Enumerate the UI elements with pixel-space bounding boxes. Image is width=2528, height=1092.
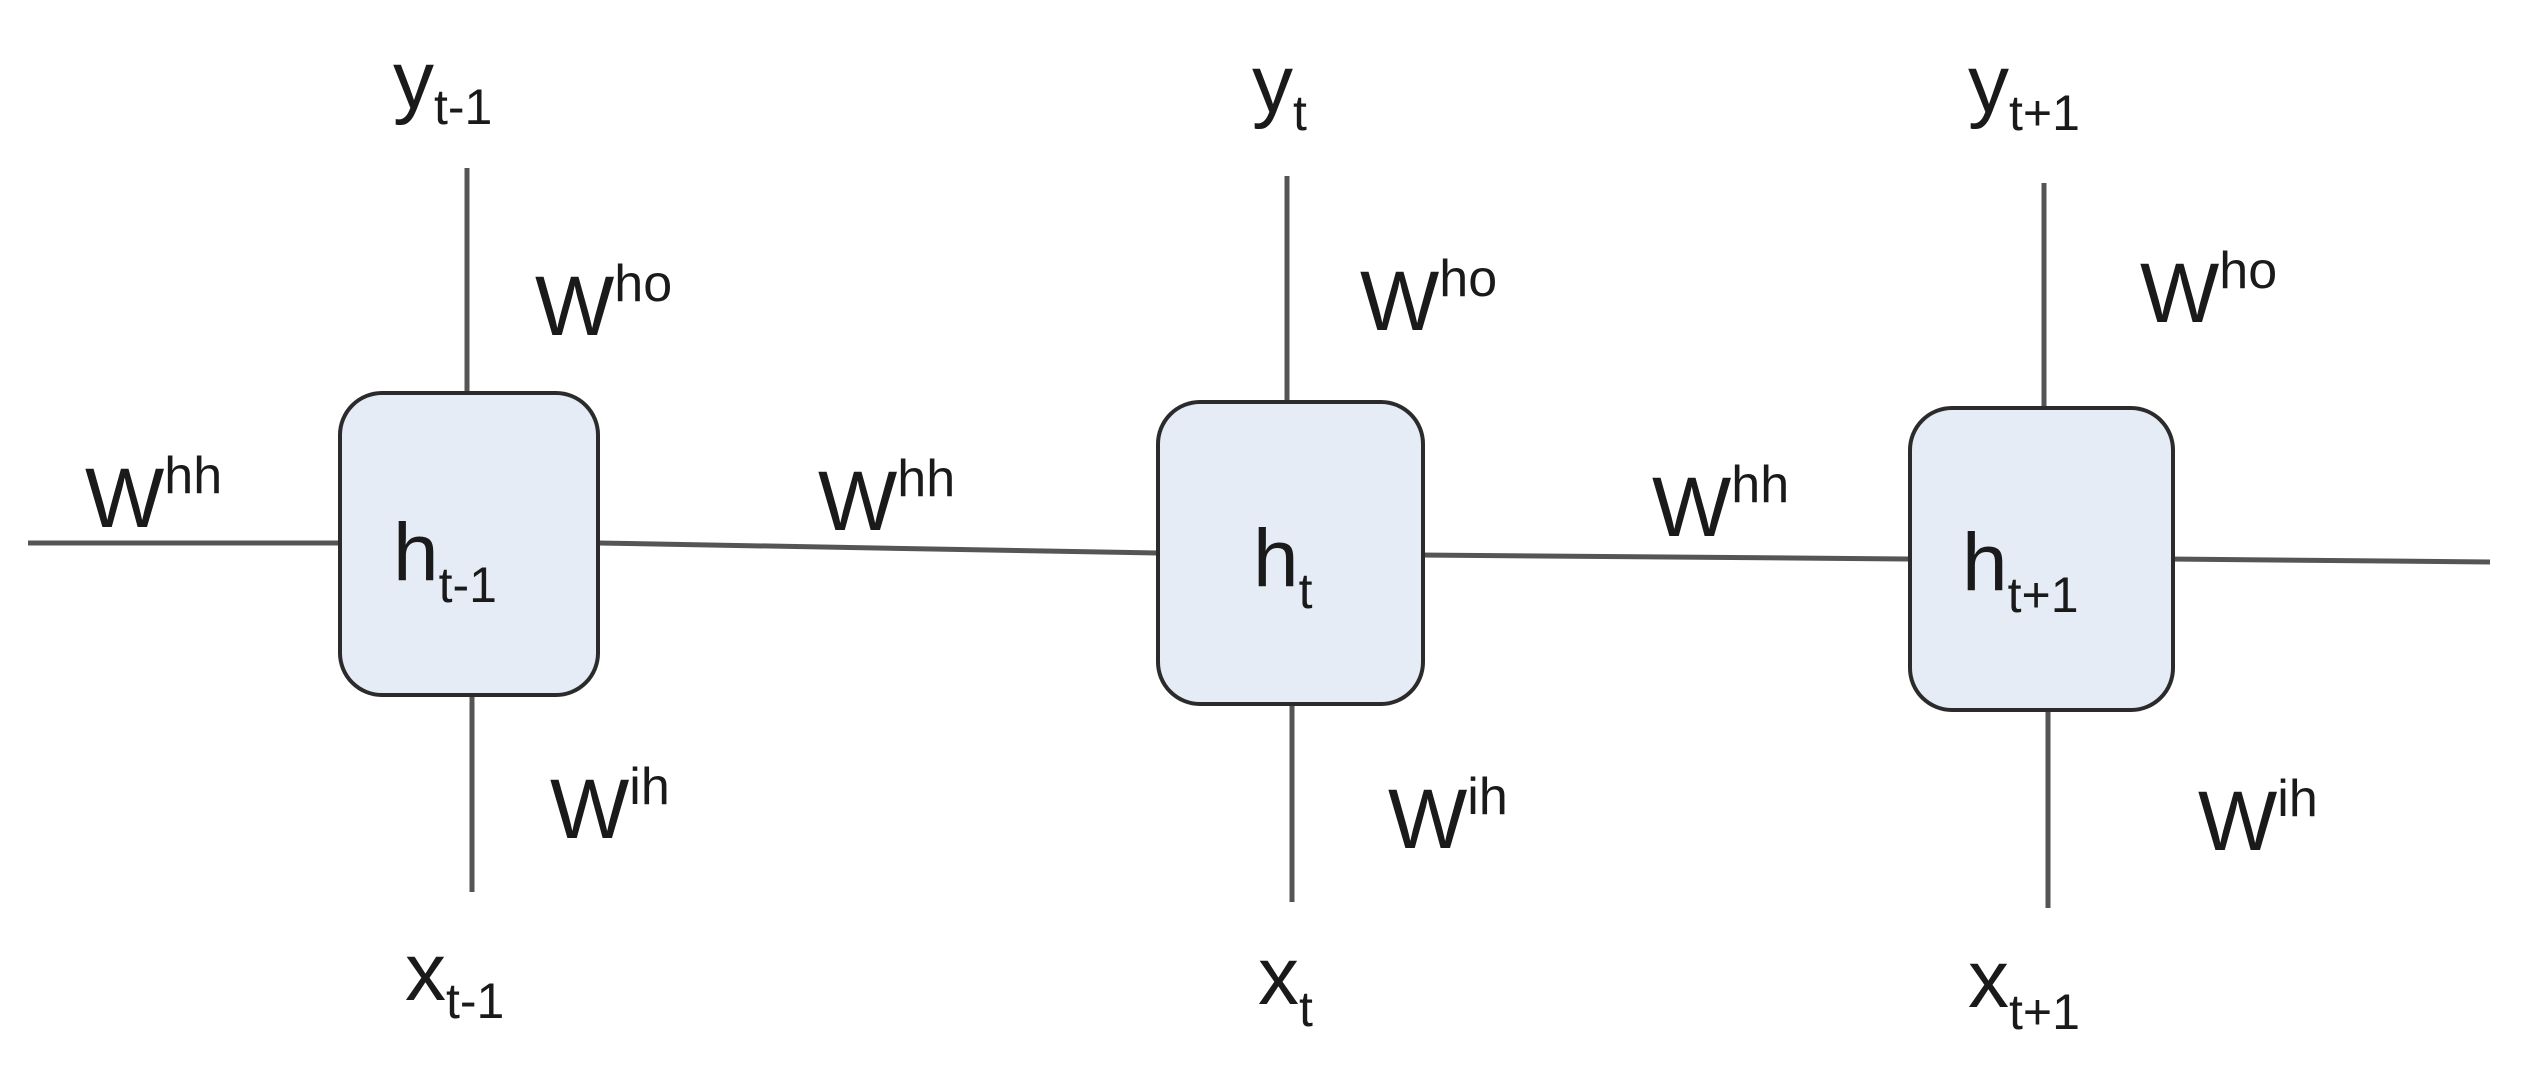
hidden-node-1: [338, 391, 600, 697]
weight-hh-label-3: Whh: [1652, 456, 1789, 554]
hidden-label-3: ht+1: [1962, 517, 2079, 623]
weight-hh-label-1: Whh: [85, 447, 222, 545]
output-label-1: yt-1: [393, 35, 492, 135]
output-label-2: yt: [1252, 39, 1307, 141]
recurrent-edge-2-3: [1417, 552, 1911, 562]
input-label-3: xt+1: [1968, 934, 2080, 1040]
weight-ho-label-2: Who: [1360, 250, 1497, 348]
weight-ho-label-1: Who: [535, 255, 672, 353]
weight-ih-label-1: Wih: [550, 758, 670, 856]
hidden-node-2: [1156, 400, 1425, 706]
hidden-label-1: ht-1: [393, 507, 497, 613]
weight-hh-label-2: Whh: [818, 450, 955, 548]
input-label-1: xt-1: [405, 927, 504, 1029]
hidden-node-3: [1908, 406, 2175, 712]
input-label-2: xt: [1258, 931, 1313, 1037]
output-label-3: yt+1: [1968, 39, 2080, 141]
weight-ih-label-3: Wih: [2198, 770, 2318, 868]
recurrent-edge-1-2: [597, 540, 1159, 556]
weight-ho-label-3: Who: [2140, 242, 2277, 340]
hidden-label-2: ht: [1253, 513, 1313, 619]
recurrent-edge-out: [2167, 556, 2491, 565]
weight-ih-label-2: Wih: [1388, 768, 1508, 866]
